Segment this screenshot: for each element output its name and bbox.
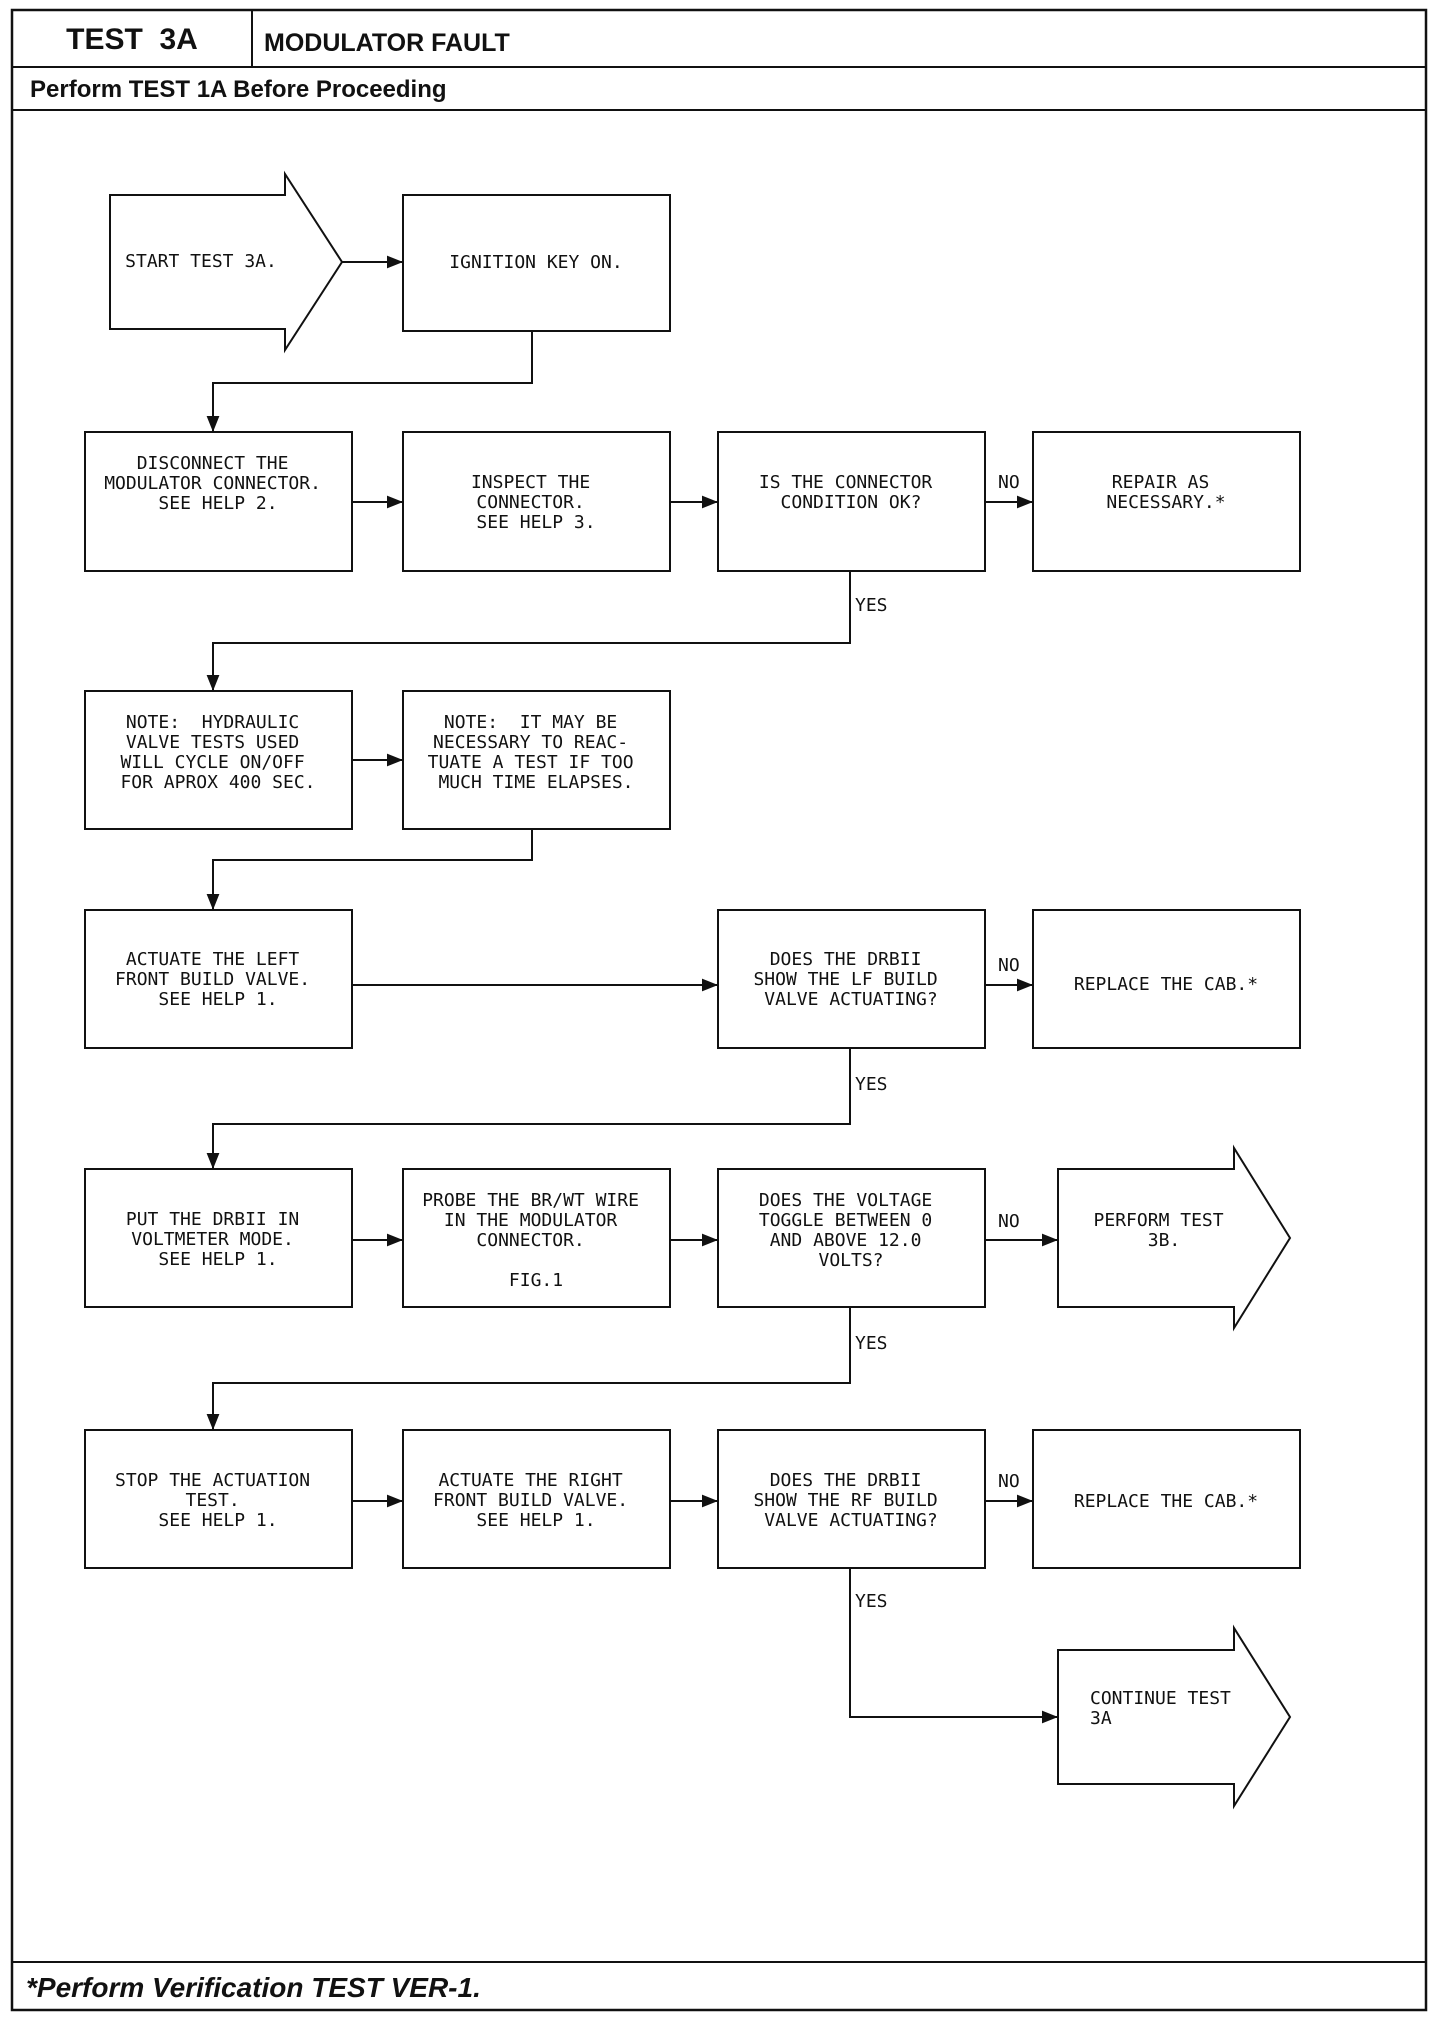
- no-label-4: NO: [998, 1471, 1020, 1492]
- connector-note2-actuate-lf: [206, 829, 533, 910]
- actuate-lf-box: [84, 909, 353, 1049]
- probe-box: [402, 1168, 671, 1308]
- inspect-text: INSPECT THE CONNECTOR. SEE HELP 3.: [471, 472, 601, 533]
- outer-frame: [10, 8, 1428, 2012]
- disconnect-text: DISCONNECT THE MODULATOR CONNECTOR. SEE …: [104, 453, 332, 514]
- drbii-lf-decision: [717, 909, 986, 1049]
- connector-ok-text: IS THE CONNECTOR CONDITION OK?: [759, 472, 943, 513]
- repair-text: REPAIR AS NECESSARY.*: [1106, 472, 1225, 513]
- start-arrow-shape: [109, 170, 344, 354]
- continue-test-3a-text: CONTINUE TEST 3A: [1090, 1688, 1242, 1729]
- note2-box: [402, 690, 671, 830]
- yes-label-2: YES: [855, 1074, 888, 1095]
- no-label-1: NO: [998, 472, 1020, 493]
- replace-cab-box-1: [1032, 909, 1301, 1049]
- probe-text: PROBE THE BR/WT WIRE IN THE MODULATOR CO…: [422, 1190, 650, 1291]
- connector-decision-note1: [206, 571, 851, 691]
- voltmeter-text: PUT THE DRBII IN VOLTMETER MODE. SEE HEL…: [126, 1209, 310, 1270]
- stop-actuation-text: STOP THE ACTUATION TEST. SEE HELP 1.: [115, 1470, 321, 1531]
- inspect-box: [402, 431, 671, 572]
- replace-cab-box-2: [1032, 1429, 1301, 1569]
- replace-cab-text-1: REPLACE THE CAB.*: [1074, 974, 1258, 995]
- connector-ignition-disconnect: [206, 331, 533, 432]
- voltmeter-box: [84, 1168, 353, 1308]
- note2-text: NOTE: IT MAY BE NECESSARY TO REAC- TUATE…: [428, 712, 645, 793]
- connector-voltage-stop: [206, 1307, 851, 1430]
- yes-label-4: YES: [855, 1591, 888, 1612]
- note1-text: NOTE: HYDRAULIC VALVE TESTS USED WILL CY…: [120, 712, 315, 793]
- actuate-rf-box: [402, 1429, 671, 1569]
- perform-test-3b-text: PERFORM TEST 3B.: [1094, 1210, 1235, 1251]
- ignition-text: IGNITION KEY ON.: [449, 252, 622, 273]
- page-title: MODULATOR FAULT: [264, 29, 510, 57]
- no-label-2: NO: [998, 955, 1020, 976]
- note1-box: [84, 690, 353, 830]
- disconnect-box: [84, 431, 353, 572]
- stop-actuation-box: [84, 1429, 353, 1569]
- yes-label-1: YES: [855, 595, 888, 616]
- test-id: TEST 3A: [66, 23, 198, 56]
- connector-drbii-rf-continue: [849, 1568, 1058, 1724]
- continue-test-3a-arrow-shape: [1057, 1624, 1292, 1810]
- drbii-lf-text: DOES THE DRBII SHOW THE LF BUILD VALVE A…: [753, 949, 948, 1010]
- actuate-lf-text: ACTUATE THE LEFT FRONT BUILD VALVE. SEE …: [115, 949, 321, 1010]
- connector-drbii-lf-voltmeter: [206, 1048, 851, 1169]
- perform-test-3b-arrow-shape: [1057, 1144, 1292, 1332]
- replace-cab-text-2: REPLACE THE CAB.*: [1074, 1491, 1258, 1512]
- page-subtitle: Perform TEST 1A Before Proceeding: [30, 76, 447, 103]
- start-text: START TEST 3A.: [125, 251, 277, 272]
- yes-label-3: YES: [855, 1333, 888, 1354]
- drbii-rf-text: DOES THE DRBII SHOW THE RF BUILD VALVE A…: [753, 1470, 948, 1531]
- actuate-rf-text: ACTUATE THE RIGHT FRONT BUILD VALVE. SEE…: [433, 1470, 639, 1531]
- footer-note: *Perform Verification TEST VER-1.: [26, 1972, 481, 2003]
- voltage-decision: [717, 1168, 986, 1308]
- repair-box: [1032, 431, 1301, 572]
- voltage-text: DOES THE VOLTAGE TOGGLE BETWEEN 0 AND AB…: [759, 1190, 943, 1271]
- drbii-rf-decision: [717, 1429, 986, 1569]
- no-label-3: NO: [998, 1211, 1020, 1232]
